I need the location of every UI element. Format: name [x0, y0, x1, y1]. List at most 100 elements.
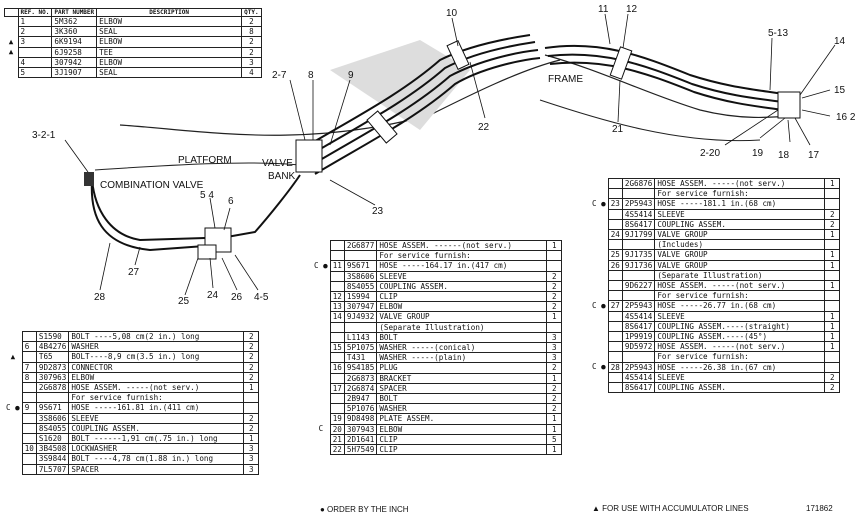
row-ref — [607, 177, 623, 190]
row-mark — [590, 219, 608, 229]
callout-26: 26 — [231, 292, 243, 303]
row-qty — [824, 239, 841, 251]
row-part-number: 3S8606 — [35, 412, 70, 424]
row-ref — [329, 403, 345, 415]
row-part-number: 2G6873 — [343, 372, 378, 384]
row-ref: 22 — [329, 444, 345, 456]
row-description: COUPLING ASSEM.----(straight) — [654, 320, 825, 333]
row-qty: 2 — [546, 301, 563, 313]
row-qty: 2 — [241, 36, 262, 48]
row-description: ELBOW — [96, 15, 242, 28]
row-mark — [312, 434, 330, 444]
row-qty: 2 — [546, 270, 563, 282]
table-row: 8S4055 COUPLING ASSEM.2 — [4, 422, 260, 435]
row-description: LOCKWASHER — [68, 443, 244, 455]
row-part-number: 2G6874 — [343, 382, 378, 395]
row-qty: 1 — [546, 311, 563, 323]
row-ref: 26 — [607, 259, 623, 271]
row-mark — [590, 291, 608, 301]
row-part-number: 5H7549 — [343, 444, 378, 456]
row-qty: 2 — [824, 371, 841, 384]
row-ref: 9 — [21, 402, 37, 414]
row-description: SLEEVE — [376, 270, 547, 282]
row-description: SLEEVE — [68, 412, 244, 424]
row-qty: 2 — [546, 280, 563, 293]
row-ref: 6 — [21, 341, 37, 353]
row-mark — [590, 260, 608, 270]
row-qty: 1 — [824, 320, 841, 333]
row-ref: 20 — [329, 423, 345, 435]
row-ref: 7 — [21, 361, 37, 373]
callout-25: 25 — [178, 296, 190, 307]
row-qty: 1 — [243, 433, 260, 445]
row-part-number: 1P9919 — [621, 331, 656, 343]
row-description: TEE — [96, 46, 242, 58]
row-description: BOLT — [376, 331, 547, 344]
row-mark — [312, 292, 330, 302]
row-part-number — [35, 392, 70, 404]
row-part-number: 8S6417 — [621, 320, 656, 333]
row-mark — [590, 209, 608, 219]
row-ref — [21, 463, 37, 475]
row-part-number: 3J1907 — [51, 67, 98, 79]
row-mark: C ● — [314, 260, 328, 270]
row-description: BOLT----8,9 cm(3.5 in.) long — [68, 351, 244, 363]
row-part-number: 2P5943 — [621, 361, 656, 373]
row-description: For service furnish: — [68, 392, 244, 404]
leader-lines — [64, 13, 836, 296]
row-part-number: 3K360 — [51, 26, 98, 38]
row-ref: 1 — [17, 15, 53, 28]
row-description: (Includes) — [654, 239, 825, 251]
callout-5-4: 5 4 — [200, 190, 214, 201]
row-part-number: 8S6417 — [621, 382, 656, 394]
row-description: HOSE ASSEM. -----(not serv.) — [654, 341, 825, 353]
row-qty: 2 — [241, 15, 262, 28]
row-qty: 1 — [824, 229, 841, 241]
figure-number: 171862 — [806, 504, 833, 513]
row-qty: 3 — [243, 443, 260, 455]
row-description: HOSE ASSEM. -----(not serv.) — [68, 382, 244, 394]
row-mark — [590, 270, 608, 280]
table-row: 8S6417 COUPLING ASSEM.----(straight)1 — [590, 320, 841, 333]
platform-shading — [330, 40, 470, 130]
row-part-number: 2D1641 — [343, 433, 378, 446]
row-description: SLEEVE — [654, 371, 825, 384]
row-part-number: 9D5972 — [621, 341, 656, 353]
row-description: WASHER -----(conical) — [376, 342, 547, 354]
callout-18: 18 — [778, 150, 790, 161]
table-row: 8S6417 COUPLING ASSEM.2 — [590, 382, 841, 394]
row-ref — [329, 331, 345, 344]
row-part-number: 5M362 — [51, 15, 98, 28]
row-description: HOSE -----26.38 in.(67 cm) — [654, 361, 825, 373]
row-ref: 14 — [329, 311, 345, 323]
row-mark — [4, 413, 22, 423]
row-qty: 1 — [824, 331, 841, 343]
row-part-number: 9J1799 — [621, 229, 656, 241]
row-qty: 1 — [824, 249, 841, 261]
row-mark — [312, 332, 330, 342]
row-description: VALVE GROUP — [376, 311, 547, 323]
table-row: For service furnish: — [312, 250, 563, 262]
row-mark — [4, 393, 22, 403]
row-part-number: 2G6877 — [343, 239, 378, 252]
row-description: (Separate Illustration) — [654, 269, 825, 282]
row-description: ELBOW — [96, 36, 242, 48]
row-part-number: 3S8606 — [343, 270, 378, 282]
clip-10 — [446, 40, 470, 70]
row-part-number: 9D8498 — [343, 413, 378, 425]
